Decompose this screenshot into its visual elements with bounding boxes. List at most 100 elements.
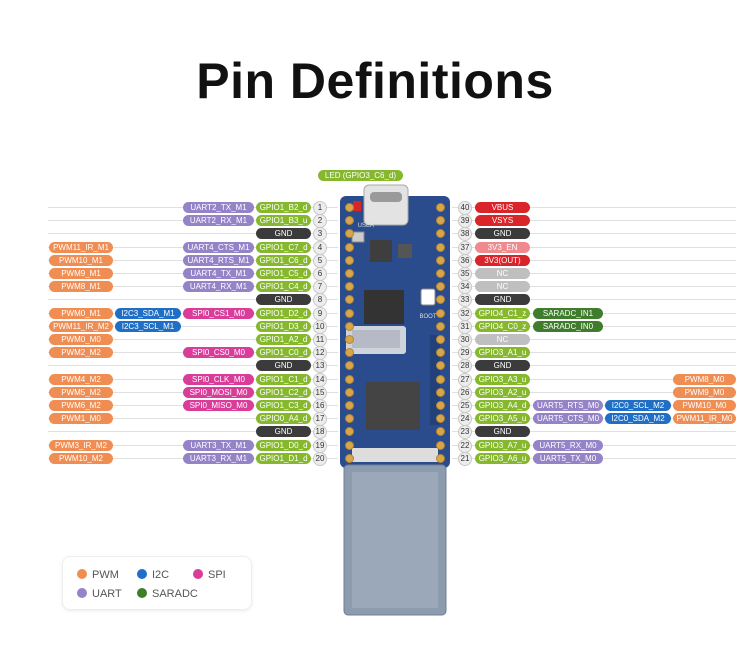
pin-pad [436, 427, 445, 437]
pin-number: 27 [458, 372, 472, 387]
function-label: PWM5_M2 [49, 386, 113, 398]
gpio-label: GPIO1_D2_d [256, 307, 311, 319]
pin-line [452, 299, 736, 301]
pin-number: 35 [458, 267, 472, 281]
pin-pad [436, 282, 445, 292]
pin-number: 14 [313, 372, 327, 387]
function-label: UART5_RX_M0 [533, 439, 603, 451]
function-label: SPI0_CS0_M0 [183, 347, 254, 359]
function-label: SPI0_CLK_M0 [183, 373, 254, 385]
pin-number: 31 [458, 319, 472, 334]
gpio-label: GPIO3_A5_u [475, 413, 530, 425]
function-label: UART5_CTS_M0 [533, 413, 603, 425]
pin-pad [345, 308, 354, 318]
gpio-label: NC [475, 281, 530, 293]
pin-number: 7 [313, 280, 327, 295]
gpio-label: GND [256, 228, 311, 240]
pin-number: 26 [458, 385, 472, 400]
pin-number: 30 [458, 333, 472, 347]
function-label: PWM10_M1 [49, 254, 113, 266]
pin-pad [436, 308, 445, 318]
chip-small [370, 240, 392, 262]
pin-number: 9 [313, 306, 327, 321]
pin-number: 25 [458, 399, 472, 413]
pin-number: 11 [313, 333, 327, 347]
gpio-label: NC [475, 268, 530, 279]
pin-number: 40 [458, 201, 472, 215]
gpio-label: VBUS [475, 202, 530, 213]
pin-line [452, 246, 736, 248]
function-label: UART4_CTS_M1 [183, 241, 254, 253]
pin-number: 8 [313, 293, 327, 308]
pin-pad [436, 453, 445, 463]
pin-line [452, 339, 736, 340]
legend: PWM I2C SPI UART SARADC [62, 556, 252, 610]
gpio-label: GPIO3_A7_u [475, 439, 530, 451]
function-label: UART2_RX_M1 [183, 215, 254, 227]
pin-line [452, 378, 736, 380]
pin-pad [345, 427, 354, 437]
spi-dot-icon [193, 569, 203, 579]
legend-i2c: I2C [137, 569, 169, 581]
user-label: USER [357, 223, 375, 229]
page-title: Pin Definitions [196, 53, 554, 109]
gpio-label: GPIO1_D1_d [256, 452, 311, 464]
function-label: UART4_TX_M1 [183, 268, 254, 279]
function-label: SPI0_MISO_M0 [183, 400, 254, 411]
gpio-label: GND [475, 426, 530, 438]
i2c-dot-icon [137, 569, 147, 579]
pin-pad [345, 335, 354, 344]
legend-uart: UART [77, 588, 122, 600]
gpio-label: GND [256, 426, 311, 438]
pin-line [452, 273, 736, 274]
function-label: PWM0_M1 [49, 307, 113, 319]
pin-number: 19 [313, 438, 327, 453]
pin-pad [345, 295, 354, 305]
pin-number: 5 [313, 253, 327, 268]
function-label: PWM9_M0 [673, 386, 736, 398]
function-label: I2C3_SDA_M1 [115, 307, 181, 319]
gpio-label: 3V3_EN [475, 241, 530, 253]
gpio-label: GPIO1_C1_d [256, 373, 311, 385]
pin-line [452, 259, 736, 261]
pin-pad [436, 203, 445, 212]
function-label: PWM11_IR_M1 [49, 241, 113, 253]
pin-number: 15 [313, 385, 327, 400]
saradc-dot-icon [137, 588, 147, 598]
pin-number: 22 [458, 438, 472, 453]
function-label: SPI0_MOSI_M0 [183, 386, 254, 398]
pin-number: 34 [458, 280, 472, 295]
pin-pad [436, 387, 445, 397]
pin-pad [436, 335, 445, 344]
usb-c-connector [363, 184, 409, 226]
pin-line [452, 391, 736, 393]
pin-pad [345, 255, 354, 265]
pin-number: 29 [458, 346, 472, 361]
pin-pad [345, 440, 354, 450]
pin-pad [345, 321, 354, 331]
gpio-label: GND [475, 294, 530, 306]
function-label: PWM8_M0 [673, 373, 736, 385]
gpio-label: GND [475, 228, 530, 240]
pin-pad [436, 401, 445, 410]
pin-pad [436, 255, 445, 265]
pin-number: 32 [458, 306, 472, 321]
pwm-dot-icon [77, 569, 87, 579]
function-label: I2C0_SCL_M2 [605, 400, 671, 411]
gpio-label: VSYS [475, 215, 530, 227]
gpio-label: GPIO1_C7_d [256, 241, 311, 253]
gpio-label: GPIO3_A3_u [475, 373, 530, 385]
pin-line [48, 365, 338, 367]
pin-pad [436, 348, 445, 358]
gpio-label: GND [475, 360, 530, 372]
function-label: PWM8_M1 [49, 281, 113, 293]
function-label: PWM11_IR_M0 [673, 413, 736, 425]
pin-pad [345, 401, 354, 410]
pin-line [48, 325, 338, 327]
function-label: PWM1_M0 [49, 413, 113, 425]
function-label: SPI0_CS1_M0 [183, 307, 254, 319]
gpio-label: NC [475, 334, 530, 345]
pin-line [452, 233, 736, 235]
function-label: SARADC_IN0 [533, 320, 603, 332]
gpio-label: GND [256, 360, 311, 372]
